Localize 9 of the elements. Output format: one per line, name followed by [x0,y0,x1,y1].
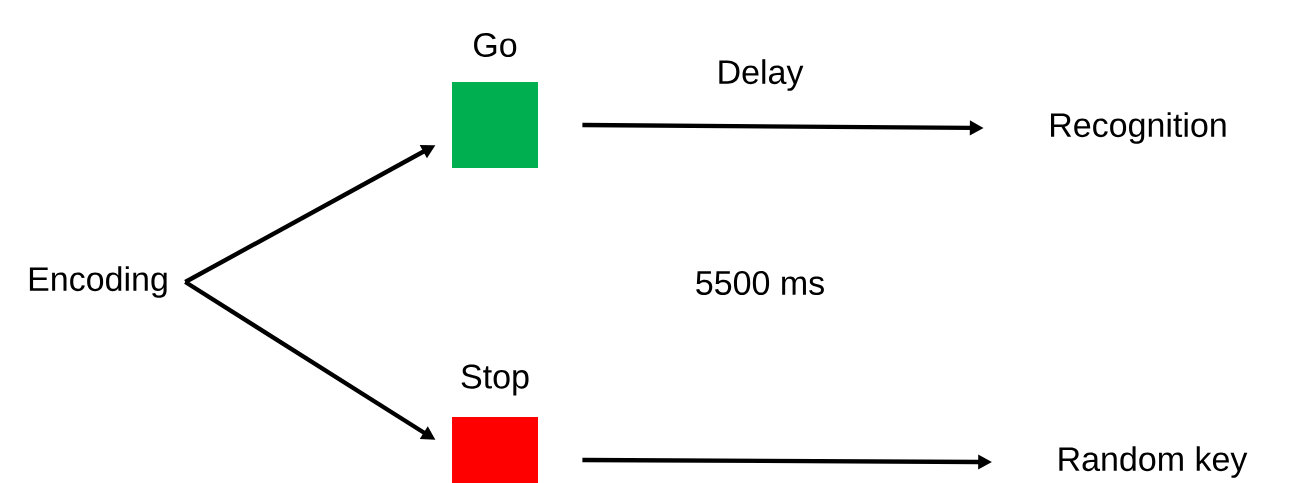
stage-label: Random key [1059,446,1248,478]
square-box: Stop [452,364,538,483]
duration-label: 5500 ms [696,270,824,296]
stage-label: Encoding [29,266,167,298]
edge-label: Delay [719,59,804,91]
node-label: Go [474,32,517,58]
node-label: Stop [461,364,529,396]
square-box: Go [452,32,538,168]
stage-label: Recognition [1051,112,1226,144]
